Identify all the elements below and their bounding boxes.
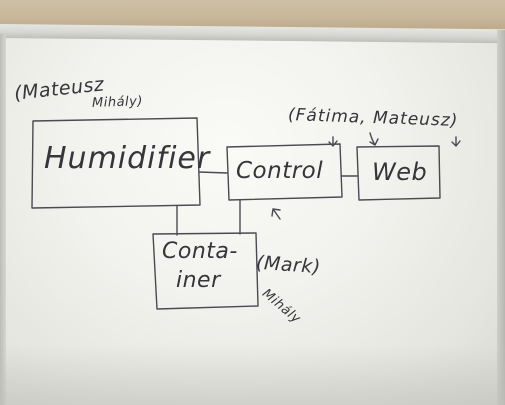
web-box xyxy=(356,145,441,201)
container-box xyxy=(152,232,259,310)
control-box xyxy=(226,143,343,201)
web-arrow-right xyxy=(451,136,461,147)
fatima-arrow xyxy=(328,136,338,147)
whiteboard-surface xyxy=(0,36,505,405)
web-label: Web xyxy=(372,158,428,186)
whiteboard-frame-left xyxy=(0,34,6,405)
whiteboard-frame-right xyxy=(497,30,505,405)
container-owner-arrow xyxy=(271,208,281,220)
board-lower-shadow xyxy=(0,345,505,405)
container-label-line1: Conta- xyxy=(162,239,238,264)
container-label-line2: iner xyxy=(176,268,221,293)
humidifier-label: Humidifier xyxy=(44,141,211,176)
humidifier-box xyxy=(31,117,201,209)
control-label: Control xyxy=(236,158,324,184)
mateusz-arrow xyxy=(369,132,379,146)
humidifier-control-connector xyxy=(198,171,228,174)
humidifier-owner-line2: Mihály) xyxy=(91,94,144,111)
container-owner-line1: (Mark) xyxy=(255,251,322,279)
